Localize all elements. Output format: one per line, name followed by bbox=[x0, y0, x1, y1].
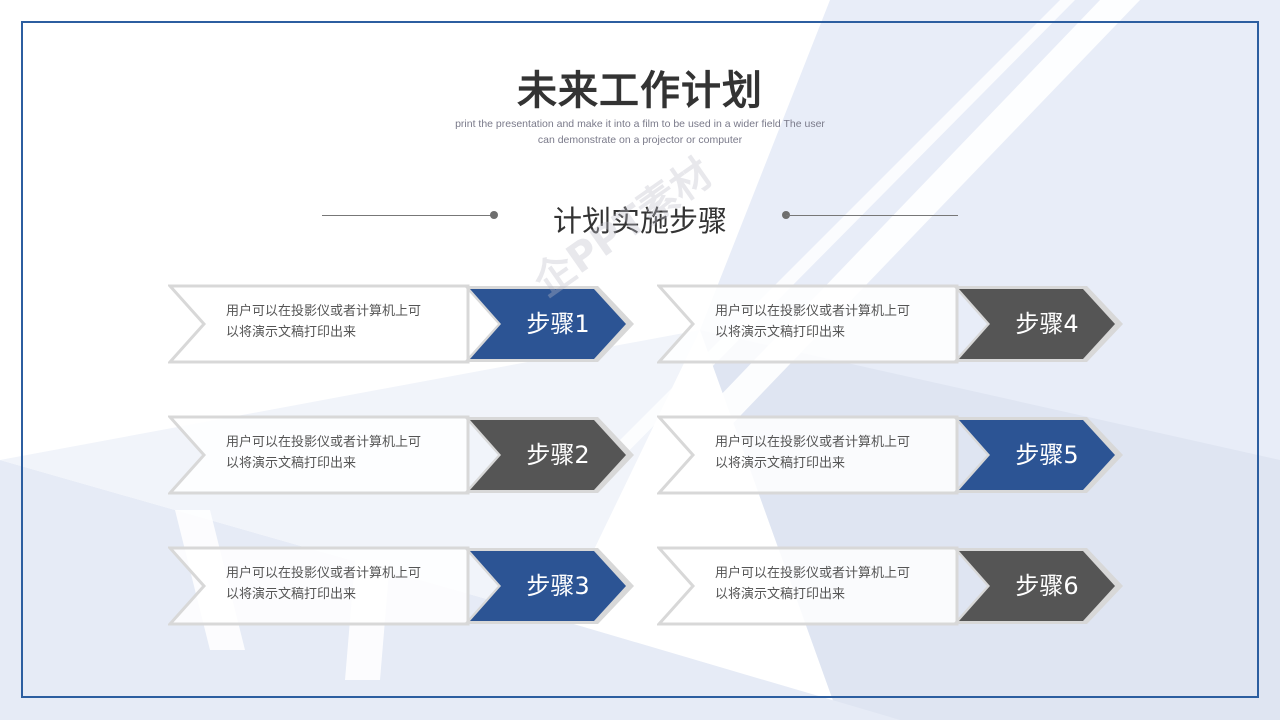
step-item-3: 用户可以在投影仪或者计算机上可以将演示文稿打印出来 步骤3 bbox=[168, 546, 638, 626]
step-item-4: 用户可以在投影仪或者计算机上可以将演示文稿打印出来 步骤4 bbox=[657, 284, 1127, 364]
step-description-line-1: 用户可以在投影仪或者计算机上可 bbox=[226, 304, 422, 319]
step-description: 用户可以在投影仪或者计算机上可以将演示文稿打印出来 bbox=[715, 301, 945, 343]
page-subtitle: print the presentation and make it into … bbox=[430, 116, 850, 148]
step-description: 用户可以在投影仪或者计算机上可以将演示文稿打印出来 bbox=[715, 432, 945, 474]
step-item-2: 用户可以在投影仪或者计算机上可以将演示文稿打印出来 步骤2 bbox=[168, 415, 638, 495]
step-description: 用户可以在投影仪或者计算机上可以将演示文稿打印出来 bbox=[226, 563, 456, 605]
step-description-line-1: 用户可以在投影仪或者计算机上可 bbox=[226, 435, 422, 450]
step-description: 用户可以在投影仪或者计算机上可以将演示文稿打印出来 bbox=[715, 563, 945, 605]
step-description-line-2: 以将演示文稿打印出来 bbox=[226, 587, 357, 602]
page-title: 未来工作计划 bbox=[517, 68, 763, 114]
step-description-line-2: 以将演示文稿打印出来 bbox=[715, 587, 846, 602]
step-description: 用户可以在投影仪或者计算机上可以将演示文稿打印出来 bbox=[226, 432, 456, 474]
step-label: 步骤3 bbox=[526, 572, 590, 600]
step-description-line-2: 以将演示文稿打印出来 bbox=[715, 456, 846, 471]
step-arrow-shape bbox=[168, 415, 634, 495]
step-item-5: 用户可以在投影仪或者计算机上可以将演示文稿打印出来 步骤5 bbox=[657, 415, 1127, 495]
step-description-line-2: 以将演示文稿打印出来 bbox=[715, 325, 846, 340]
step-description-line-2: 以将演示文稿打印出来 bbox=[226, 325, 357, 340]
subtitle-line-1: print the presentation and make it into … bbox=[455, 118, 825, 130]
step-description: 用户可以在投影仪或者计算机上可以将演示文稿打印出来 bbox=[226, 301, 456, 343]
step-arrow-shape bbox=[657, 284, 1123, 364]
step-label: 步骤1 bbox=[526, 310, 590, 338]
step-item-1: 用户可以在投影仪或者计算机上可以将演示文稿打印出来 步骤1 bbox=[168, 284, 638, 364]
subtitle-line-2: can demonstrate on a projector or comput… bbox=[537, 134, 743, 146]
step-label: 步骤4 bbox=[1015, 310, 1079, 338]
section-dot-left bbox=[490, 211, 498, 219]
step-arrow-shape bbox=[657, 546, 1123, 626]
step-label: 步骤5 bbox=[1015, 441, 1079, 469]
step-description-line-1: 用户可以在投影仪或者计算机上可 bbox=[715, 566, 911, 581]
step-description-line-1: 用户可以在投影仪或者计算机上可 bbox=[226, 566, 422, 581]
slide-frame bbox=[21, 21, 1259, 698]
section-rule-right bbox=[786, 215, 958, 216]
step-label: 步骤2 bbox=[526, 441, 590, 469]
step-description-line-2: 以将演示文稿打印出来 bbox=[226, 456, 357, 471]
step-label: 步骤6 bbox=[1015, 572, 1079, 600]
step-item-6: 用户可以在投影仪或者计算机上可以将演示文稿打印出来 步骤6 bbox=[657, 546, 1127, 626]
step-description-line-1: 用户可以在投影仪或者计算机上可 bbox=[715, 304, 911, 319]
step-arrow-shape bbox=[168, 284, 634, 364]
step-arrow-shape bbox=[657, 415, 1123, 495]
section-rule-left bbox=[322, 215, 494, 216]
section-title: 计划实施步骤 bbox=[552, 204, 727, 238]
step-description-line-1: 用户可以在投影仪或者计算机上可 bbox=[715, 435, 911, 450]
step-arrow-shape bbox=[168, 546, 634, 626]
